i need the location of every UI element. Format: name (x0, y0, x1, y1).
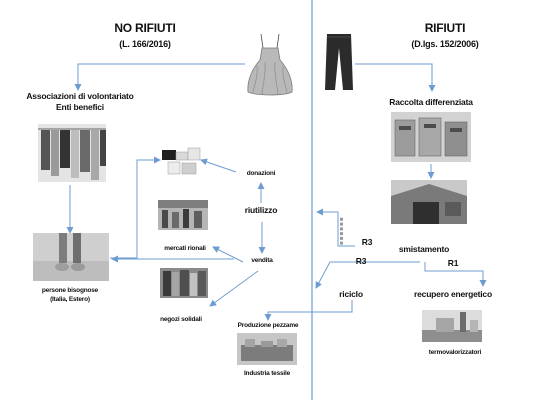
recupero-label: recupero energetico (414, 289, 492, 299)
arrow-vendita-to-mercati (212, 246, 244, 263)
arrow-smist-r1-to-recupero (424, 262, 487, 287)
r1-label: R1 (447, 258, 459, 268)
associazioni-label-line2: Enti benefici (56, 102, 104, 112)
arrow-smist-r3-to-riutilizzo (316, 208, 355, 247)
vendita-label: vendita (251, 257, 273, 264)
incinerator-photo (422, 310, 482, 342)
mercati-label: mercati rionali (164, 245, 206, 252)
clothes-rack-photo (38, 124, 106, 182)
market-photo (158, 200, 208, 230)
arrow-smist-r3-to-riciclo (315, 261, 420, 289)
arrow-dress-to-associazioni (74, 63, 245, 91)
riciclo-label: riciclo (339, 289, 363, 299)
warehouse-photo (391, 180, 467, 224)
riutilizzo-label: riutilizzo (244, 205, 278, 215)
persone-label-line1: persone bisognose (41, 287, 99, 294)
negozi-label: negozi solidali (160, 316, 202, 323)
termo-label: termovalorizzatori (428, 349, 482, 356)
no-rifiuti-title: NO RIFIUTI (114, 21, 176, 35)
pants-photo (325, 34, 353, 90)
rifiuti-law: (D.lgs. 152/2006) (411, 39, 479, 49)
no-rifiuti-law: (L. 166/2016) (119, 39, 171, 49)
vertical-code-label: ≡ ≡ ≡ ≡ ≡ ≡ (339, 217, 346, 246)
arrow-pants-to-raccolta (355, 63, 436, 92)
dress-photo (247, 33, 293, 96)
factory-photo (237, 333, 297, 365)
persone-label-line2: (Italia, Estero) (50, 296, 90, 303)
industria-label: Industria tessile (243, 370, 291, 377)
smistamento-label: smistamento (398, 244, 450, 254)
arrow-donazioni-to-clothes (200, 158, 237, 173)
feet-photo (33, 233, 109, 281)
collection-bins-photo (391, 112, 471, 162)
associazioni-label-line1: Associazioni di volontariato (26, 91, 134, 101)
donazioni-label: donazioni (246, 170, 276, 177)
arrow-persone-to-clothes (110, 156, 161, 259)
shop-photo (160, 268, 208, 298)
produzione-label: Produzione pezzame (237, 322, 299, 329)
arrow-riciclo-to-produzione (264, 300, 353, 321)
folded-clothes-photo (162, 147, 201, 175)
arrow-vendita-to-negozi (209, 270, 259, 307)
r3-upper-label: R3 (361, 237, 373, 247)
r3-lower-label: R3 (355, 256, 367, 266)
rifiuti-title: RIFIUTI (424, 21, 466, 35)
raccolta-label: Raccolta differenziata (389, 97, 473, 107)
